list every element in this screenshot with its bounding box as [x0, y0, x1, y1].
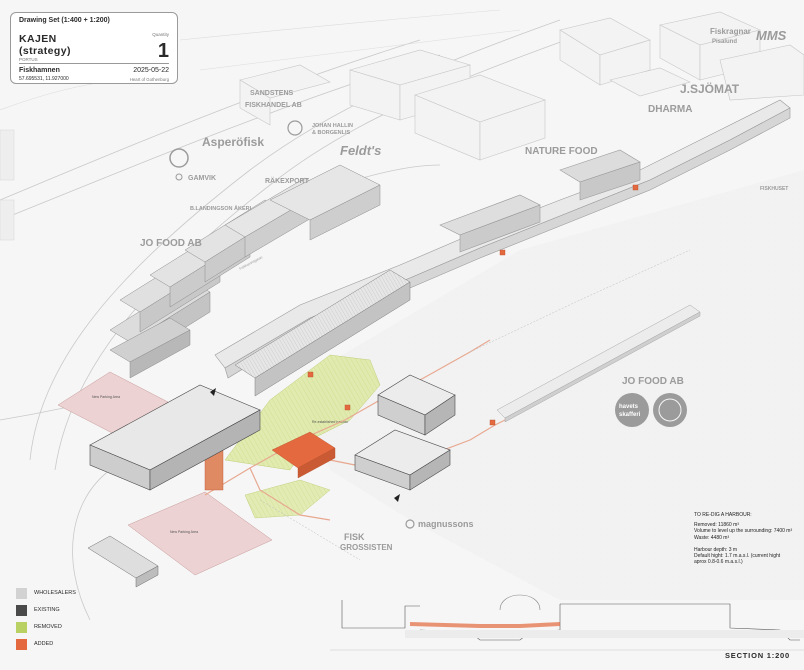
notes-height-1: Default hight: 1.7 m.a.s.l. (current hig… [694, 553, 781, 560]
central-long-building [234, 269, 411, 397]
notes-volume: Volume to level up the surrounding: 7400… [694, 528, 793, 535]
brand-gamvik-mark [175, 173, 183, 181]
brand-mms: MMS [756, 28, 787, 43]
quantity-value: 1 [157, 40, 169, 62]
brand-havets-badge [615, 393, 649, 427]
title-block-title: KAJEN (strategy) [19, 33, 71, 57]
notes-removed: Removed: 11860 m³ [694, 522, 739, 529]
brand-logos: SANDSTENS FISKHANDEL AB Asperöfisk JOHAN… [140, 27, 788, 552]
brand-magnussons-mark [405, 519, 415, 529]
walkway-lines [259, 249, 691, 561]
title-block-header: Drawing Set (1:400 + 1:200) [19, 17, 110, 24]
section-fills [405, 622, 804, 638]
shed-row [109, 164, 381, 379]
brand-sandsten-1: SANDSTENS [250, 90, 294, 97]
legend-label: EXISTING [34, 607, 60, 613]
brand-sandsten-2: FISKHANDEL AB [245, 102, 302, 109]
notes-depth: Harbour depth: 3 m [694, 546, 738, 553]
brand-round-logo [169, 148, 189, 168]
brand-sjomat: J.SJÖMAT [680, 81, 740, 96]
brand-naturefood: NATURE FOOD [525, 146, 598, 157]
legend-swatch [16, 622, 27, 633]
brand-rakexport: RÄKEXPORT [265, 177, 310, 185]
existing-buildings [89, 374, 456, 491]
removed-area [224, 354, 381, 519]
quantity-label: Quantity [152, 32, 169, 37]
brand-asperofisk: Asperöfisk [202, 135, 264, 149]
brand-havets-2: skafferi [619, 412, 641, 418]
harbour-notes: TO RE-DIG A HARBOUR: Removed: 11860 m³ V… [694, 512, 798, 565]
legend-swatch [16, 639, 27, 650]
title-block-divider [19, 63, 169, 64]
pier-right [496, 304, 701, 423]
title-block-subtitle: PORTUS [19, 57, 38, 62]
brand-gamvik: GAMVIK [188, 175, 216, 182]
brand-jofood-1: JO FOOD AB [140, 238, 202, 249]
brand-jofood-2: JO FOOD AB [622, 376, 684, 387]
brand-blandingson: B.LANDINGSON ÅKERI [190, 205, 252, 212]
legend-label: WHOLESALERS [34, 590, 76, 596]
notes-heading: TO RE-DIG A HARBOUR: [694, 512, 752, 518]
legend-label: ADDED [34, 641, 54, 647]
title-block-coordinates: 57.695531, 11.927000 [19, 76, 69, 82]
parking-area-2 [127, 491, 273, 576]
brand-johan-seal [287, 120, 303, 136]
wholesaler-buildings-upper [239, 11, 804, 161]
brand-magnussons: magnussons [418, 519, 474, 529]
section-label: SECTION 1:200 [724, 651, 790, 660]
legend-label: REMOVED [34, 624, 62, 630]
faint-squares-left [0, 129, 15, 241]
brand-fiskragnar-1: Fiskragnar [710, 27, 751, 36]
brand-fisk-2: GROSSISTEN [340, 543, 393, 552]
title-block-place: Fiskhamnen [19, 67, 60, 74]
brand-johan-1: JOHAN HALLIN [312, 123, 353, 129]
title-block: Drawing Set (1:400 + 1:200) KAJEN (strat… [10, 12, 178, 84]
warehouse-ribbon [214, 99, 791, 379]
title-block-date: 2025-05-22 [133, 67, 169, 74]
parking-label-1: New Parking Area [92, 395, 120, 399]
legend-swatch [16, 588, 27, 599]
title-line-2: (strategy) [19, 45, 71, 57]
brand-johan-2: & BORGENLIS [312, 130, 351, 136]
brand-dharma: DHARMA [648, 104, 692, 115]
legend-swatch [16, 605, 27, 616]
parking-label-2: New Parking Area [170, 530, 198, 534]
north-arrow-1 [210, 388, 216, 396]
brand-fisk-1: FISK [344, 532, 365, 542]
brand-feldts: Feldt's [340, 143, 381, 158]
title-block-organization: Heart of Gothenburg [129, 77, 169, 82]
brand-fiskragnar-2: Pisalund [712, 39, 737, 45]
notes-height-2: aprox 0.8-0.6 m.a.s.l.) [694, 559, 743, 566]
title-line-1: KAJEN [19, 33, 57, 45]
brand-round-badge [653, 393, 687, 427]
brand-fiskhuset: FISKHUSET [760, 186, 788, 192]
notes-waste: Waste: 4480 m³ [694, 534, 730, 541]
small-shed [87, 535, 159, 588]
north-arrow-2 [394, 494, 400, 502]
brand-havets-1: havets [619, 404, 639, 410]
brand-round-badge-ring [658, 398, 682, 422]
harbour-label: Re-established harbour [312, 420, 349, 424]
